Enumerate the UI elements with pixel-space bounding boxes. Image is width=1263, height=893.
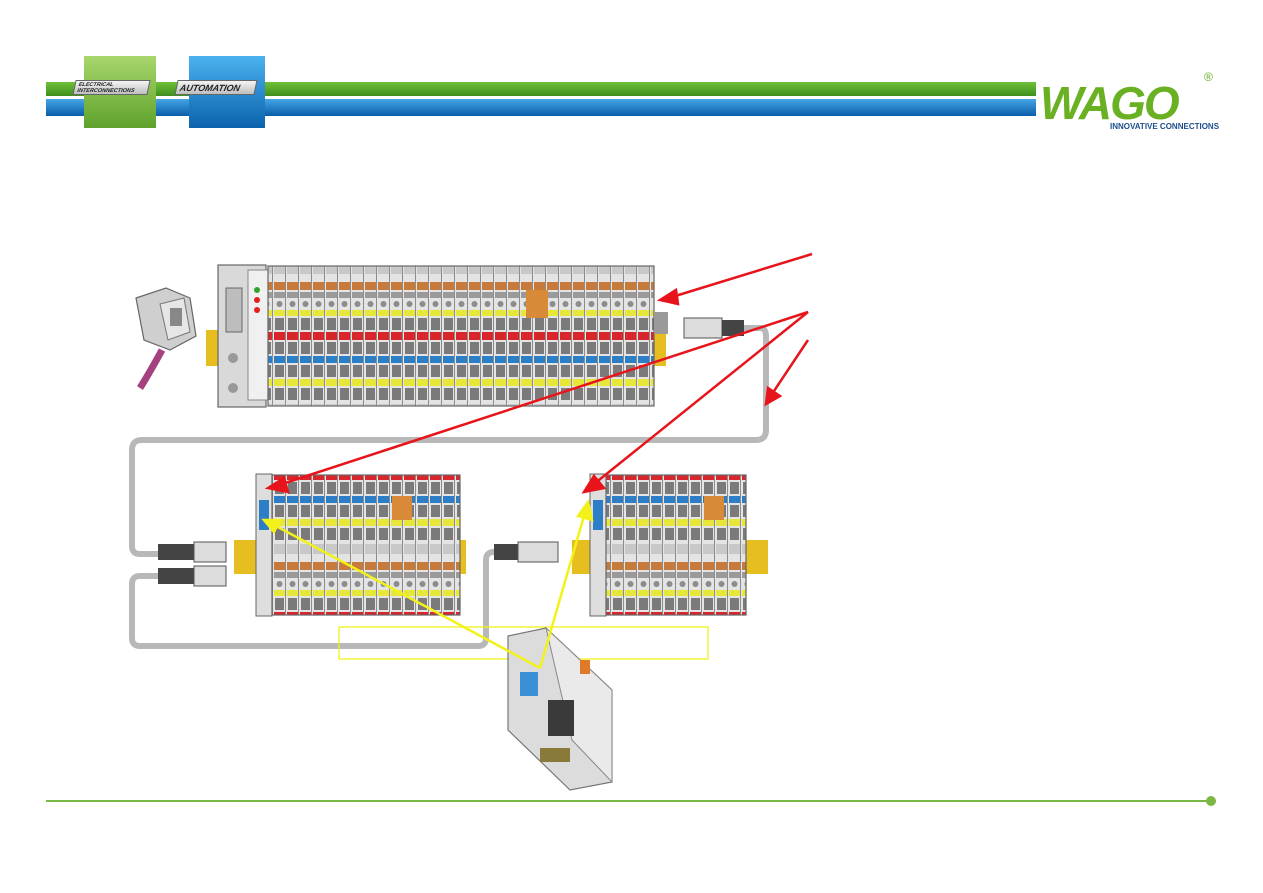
yellow-arrow-to-node1-coupler bbox=[275, 524, 541, 670]
logo-tagline: INNOVATIVE CONNECTIONS bbox=[1110, 122, 1220, 131]
cable-node1-to-node2 bbox=[129, 549, 510, 649]
rj45-plug-icon bbox=[683, 317, 744, 339]
rj45-plug-icon bbox=[494, 541, 559, 563]
footer-line bbox=[46, 800, 1210, 802]
logo-registered-mark: ® bbox=[1204, 70, 1213, 84]
header-green-stripe bbox=[46, 82, 1036, 96]
logo-wordmark: WAGO bbox=[1040, 77, 1180, 129]
header-blue-stripe bbox=[46, 99, 1036, 116]
red-callout-arrows bbox=[264, 252, 813, 494]
footer-dot bbox=[1206, 796, 1216, 806]
red-arrow-to-cable bbox=[770, 339, 810, 395]
red-arrow-to-node2-coupler bbox=[593, 311, 809, 485]
sub-d-connector-icon bbox=[135, 287, 197, 351]
fieldbus-coupler-node bbox=[206, 264, 668, 408]
header-white-stripe bbox=[46, 96, 1036, 99]
extension-node-2 bbox=[572, 473, 768, 617]
cable-coupler-to-node1 bbox=[129, 325, 769, 557]
network-cables bbox=[129, 325, 769, 649]
yellow-callout-arrows bbox=[261, 498, 594, 670]
red-arrow-to-node1-coupler bbox=[281, 310, 809, 486]
yellow-arrow-to-node2-coupler bbox=[538, 515, 586, 669]
extension-node-1 bbox=[234, 473, 466, 617]
rj45-double-plug-icon bbox=[158, 541, 227, 587]
red-arrow-to-end-module bbox=[671, 252, 813, 299]
wago-logo: WAGO ® INNOVATIVE CONNECTIONS bbox=[1040, 70, 1220, 132]
fieldbus-cable bbox=[137, 348, 166, 390]
header-band bbox=[46, 82, 1036, 116]
din-rail-module-icon bbox=[507, 626, 613, 791]
